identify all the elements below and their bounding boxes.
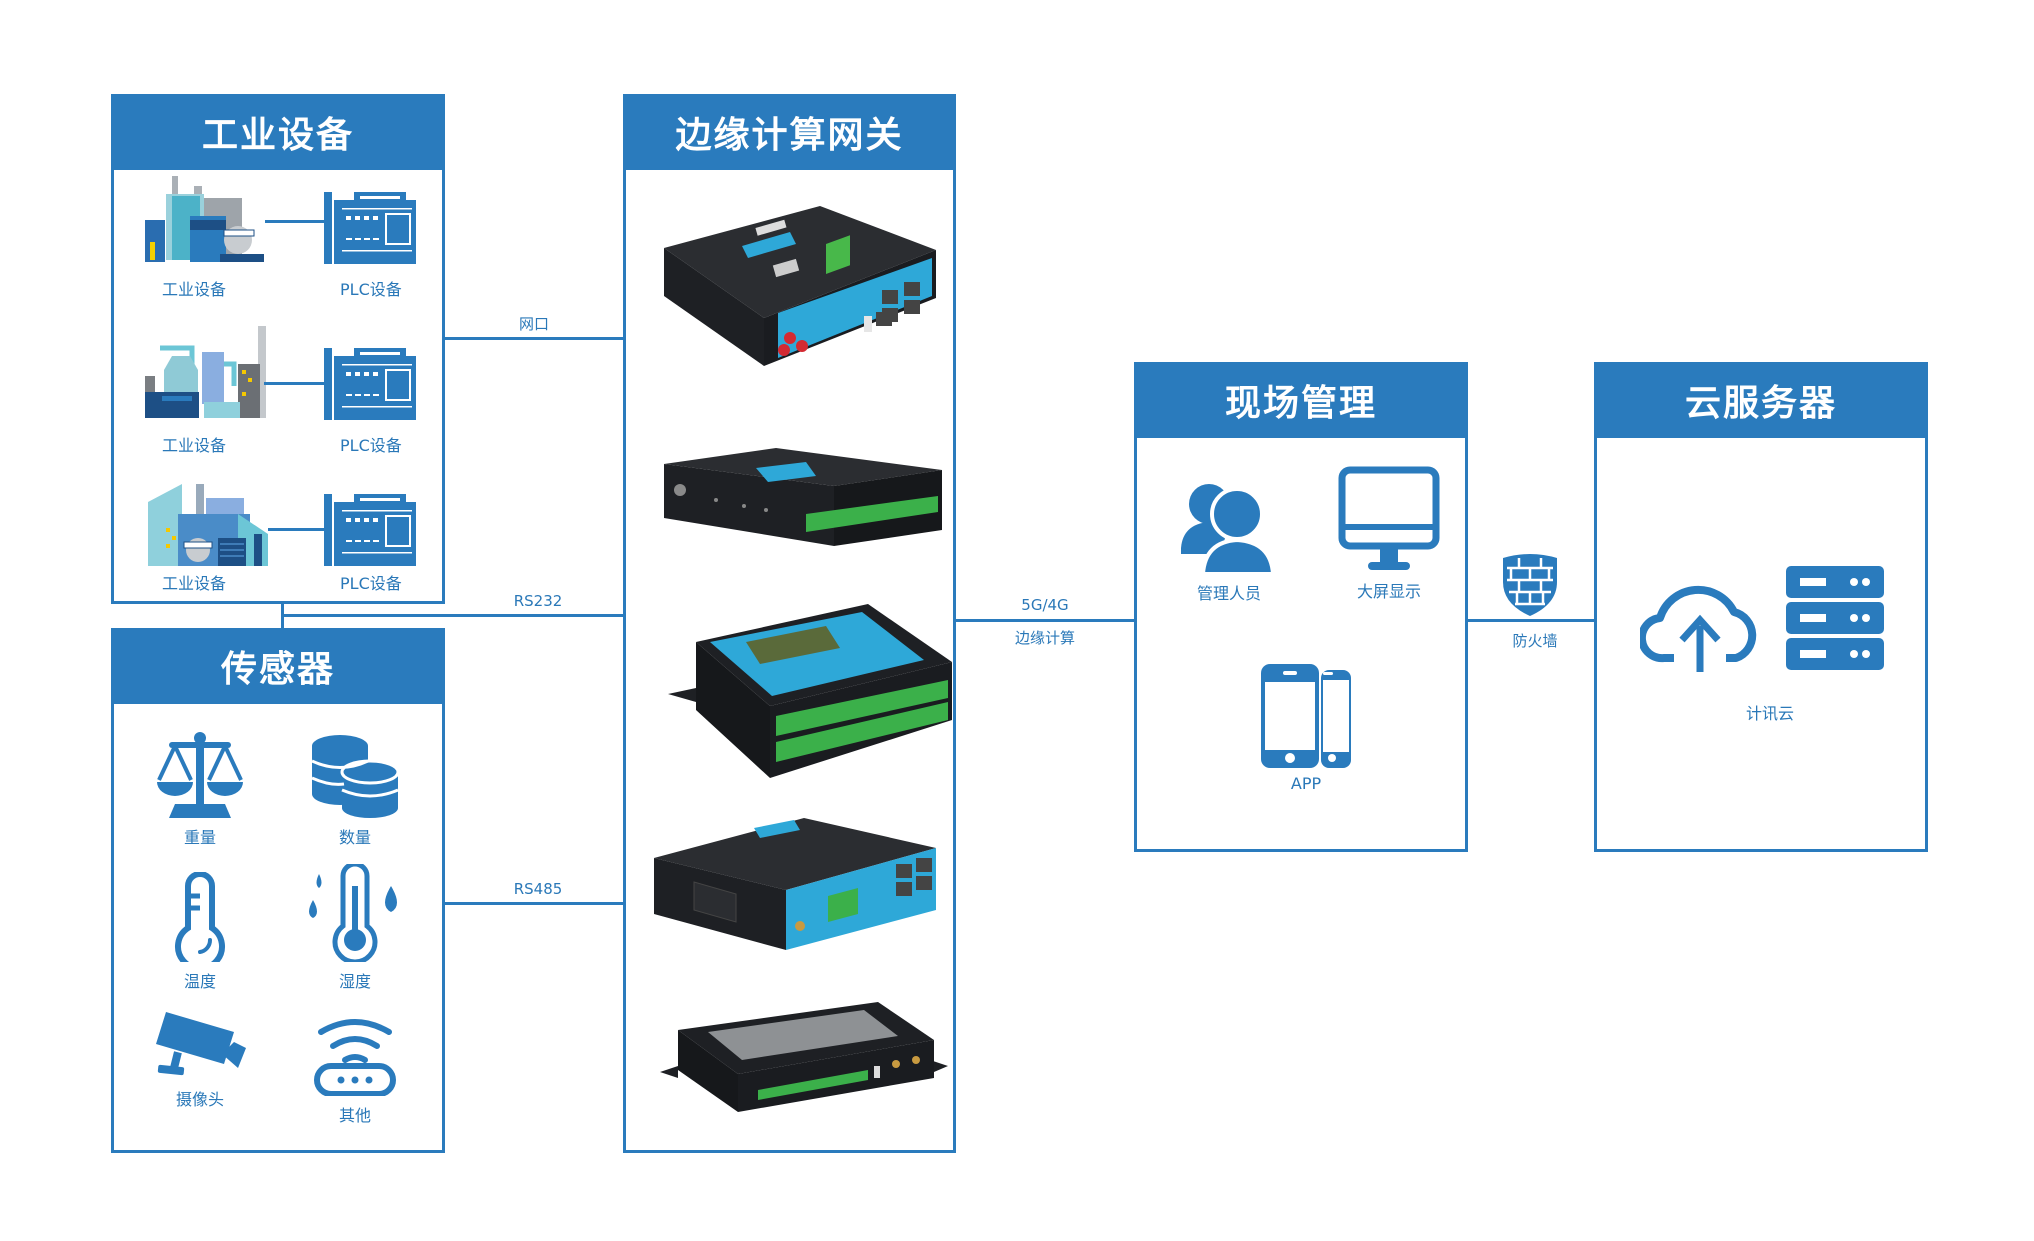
equipment-label-3: 工业设备 [162,574,227,593]
sensor-camera: 摄像头 [150,1010,250,1110]
sensor-weight-label: 重量 [183,828,216,847]
rs232-line [281,614,624,617]
sensor-quantity-label: 数量 [338,828,371,847]
sensor-humidity-label: 湿度 [338,972,371,991]
industrial-row-3: 工业设备 PLC设备 [140,484,430,599]
rs485-label: RS485 [513,880,563,898]
plc-icon [324,348,416,420]
equipment-label-1: 工业设备 [162,280,227,299]
site-app-label: APP [1290,774,1322,793]
factory-icon [145,176,264,262]
plc-label-2: PLC设备 [340,436,402,455]
site-monitor-label: 大屏显示 [1356,582,1421,601]
plc-icon [324,494,416,566]
sensors-panel: 传感器 [111,628,445,1153]
industrial-equipment-title: 工业设备 [111,94,445,170]
site-management-panel: 现场管理 [1134,362,1468,852]
humidity-icon [309,864,397,962]
gateway-industrial-router [654,818,936,950]
network-line [955,619,1135,622]
cloud-label: 计讯云 [1745,704,1794,723]
plc-icon [324,192,416,264]
site-app: APP [1256,664,1356,793]
sensor-quantity: 数量 [305,734,405,848]
network-label-bottom: 边缘计算 [1014,629,1075,647]
sensor-other: 其他 [305,1016,405,1126]
sensor-temperature-label: 温度 [183,972,216,991]
firewall-shield-icon [1503,554,1557,616]
scale-icon [157,732,243,818]
gateway-io-device [664,448,942,546]
sensors-title: 传感器 [111,628,445,704]
sensor-other-label: 其他 [338,1106,371,1125]
gateway-router-device [664,206,936,366]
cloud-upload-icon [1640,585,1757,672]
equipment-label-2: 工业设备 [162,436,227,455]
gateway-lcd-controller [668,604,952,778]
firewall-line [1467,619,1596,622]
sensor-temperature: 温度 [150,872,250,992]
sensor-humidity: 湿度 [305,864,405,992]
server-icon [1786,566,1884,670]
mobile-icon [1261,664,1351,768]
router-icon [314,1019,396,1096]
camera-icon [156,1012,246,1076]
plc-label-3: PLC设备 [340,574,402,593]
industrial-row-1: 工业设备 PLC设备 [140,176,430,306]
site-users: 管理人员 [1174,478,1284,604]
gateway-touchscreen-device [660,1002,948,1112]
firewall [1485,552,1575,618]
sensor-weight: 重量 [150,732,250,848]
cloud-server-title: 云服务器 [1594,362,1928,438]
users-icon [1181,484,1276,574]
industrial-row-2: 工业设备 PLC设备 [140,326,430,456]
plc-link-1 [265,220,327,223]
site-users-label: 管理人员 [1196,584,1261,603]
site-management-title: 现场管理 [1134,362,1468,438]
factory-icon [148,484,268,566]
thermometer-icon [175,872,225,962]
monitor-icon [1338,466,1440,570]
factory-icon [145,326,266,418]
edge-gateway-title: 边缘计算网关 [623,94,956,170]
ethernet-line [444,337,624,340]
ethernet-label: 网口 [518,315,549,333]
firewall-label: 防火墙 [1512,632,1558,650]
database-icon [311,735,400,818]
plc-link-3 [268,528,326,531]
site-monitor: 大屏显示 [1334,466,1444,602]
plc-label-1: PLC设备 [340,280,402,299]
plc-link-2 [264,382,327,385]
sensor-camera-label: 摄像头 [175,1090,224,1109]
rs485-line [444,902,624,905]
rs232-label: RS232 [513,592,563,610]
network-label-top: 5G/4G [1021,596,1069,614]
